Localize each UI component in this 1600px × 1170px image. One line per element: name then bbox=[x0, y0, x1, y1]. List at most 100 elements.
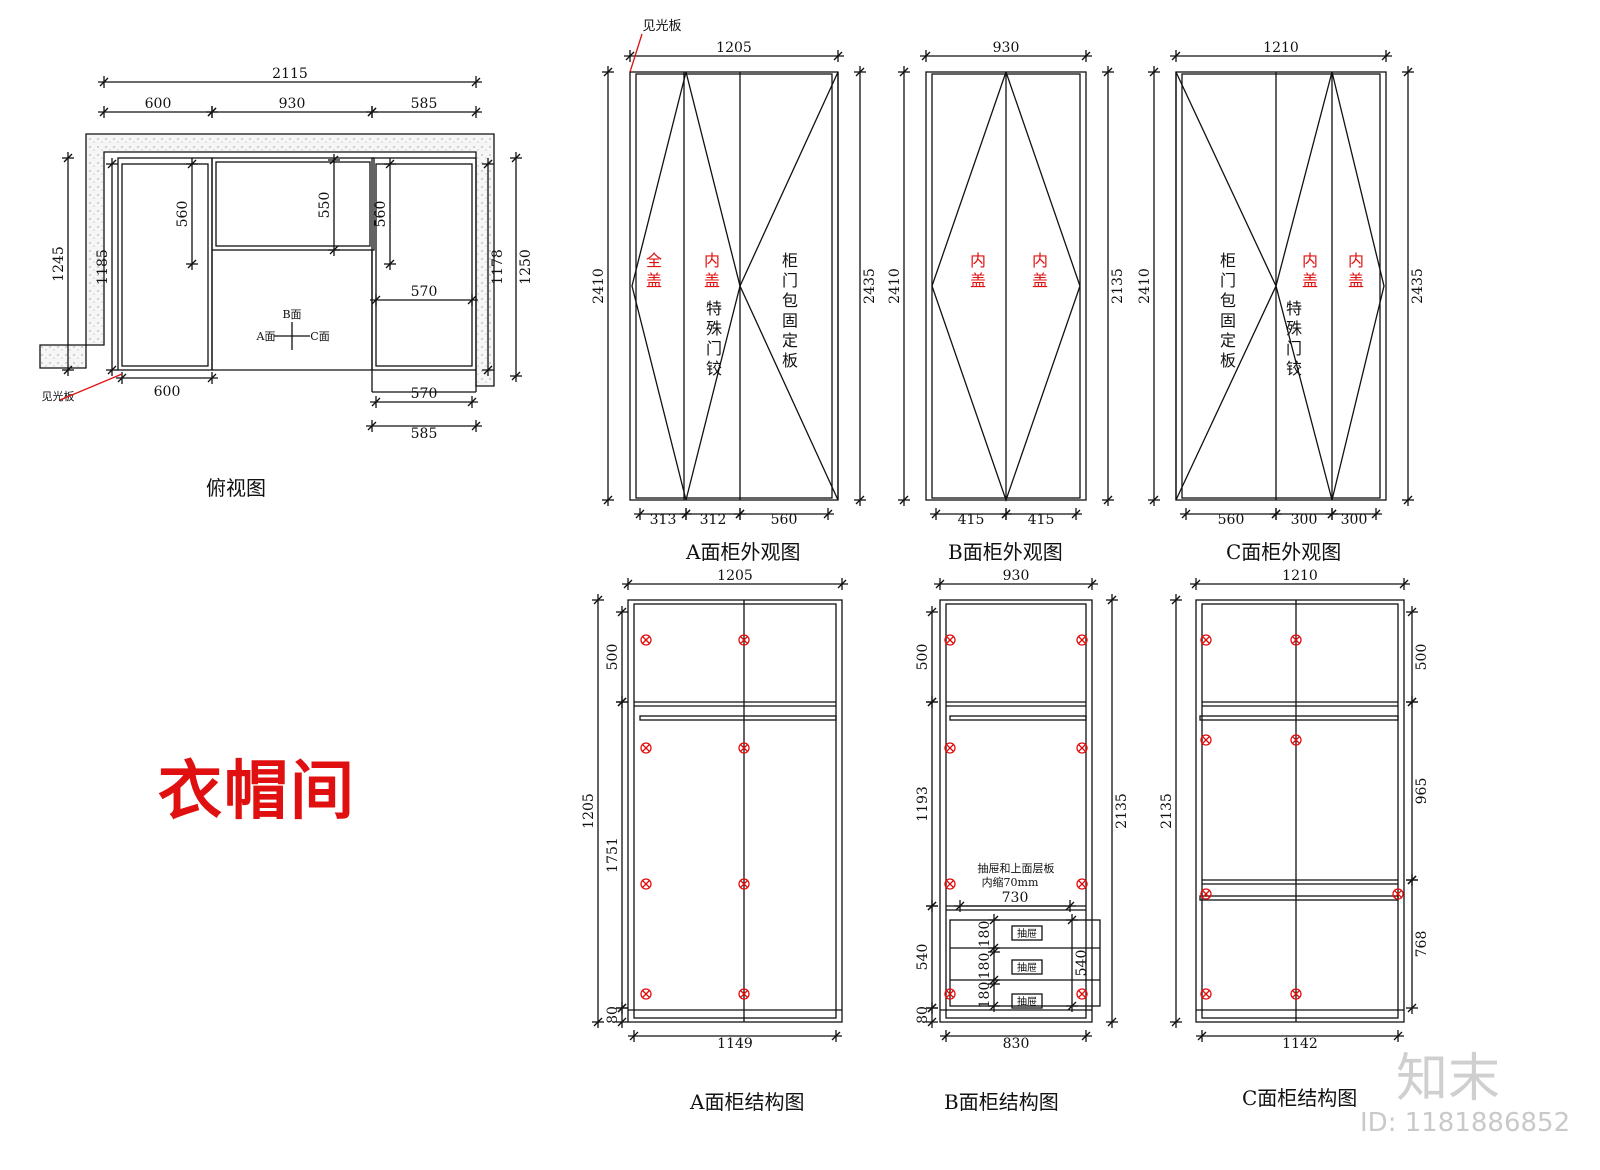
hinge-mark-x bbox=[740, 990, 748, 998]
dimension-label: 2410 bbox=[887, 268, 903, 304]
dimension-label: 540 bbox=[1074, 950, 1090, 977]
door-label: 内 bbox=[704, 251, 720, 270]
dimension-label: 300 bbox=[1291, 512, 1318, 528]
dimension-label: 300 bbox=[1341, 512, 1368, 528]
elevation-a-caption: A面柜外观图 bbox=[686, 540, 801, 564]
note-text: 门 bbox=[1220, 271, 1236, 290]
hinge-mark-x bbox=[1292, 636, 1300, 644]
door-label: 内 bbox=[1302, 251, 1318, 270]
dimension-label: 930 bbox=[1003, 568, 1030, 584]
drawer-note: 抽屉和上面层板 bbox=[978, 861, 1055, 875]
hinge-mark-x bbox=[1292, 990, 1300, 998]
hanging-rod bbox=[949, 715, 1087, 721]
compass-a: A面 bbox=[256, 330, 276, 343]
dimension-label: 560 bbox=[771, 512, 798, 528]
dimension-label: 1205 bbox=[716, 40, 752, 56]
note-text: 定 bbox=[782, 331, 798, 350]
hinge-mark-x bbox=[740, 744, 748, 752]
dimension-label: 830 bbox=[1003, 1036, 1030, 1052]
dimension-label: 560 bbox=[373, 201, 389, 228]
drawer-label: 抽屉 bbox=[1017, 995, 1037, 1008]
hinge-mark-x bbox=[946, 744, 954, 752]
elevation-c-caption: C面柜外观图 bbox=[1226, 540, 1342, 564]
leader-line bbox=[59, 373, 123, 401]
note-text: 板 bbox=[782, 351, 798, 370]
dimension-label: 570 bbox=[411, 386, 438, 402]
note-text: 门 bbox=[782, 271, 798, 290]
cabinet-outline bbox=[627, 599, 843, 1023]
dimension-label: 570 bbox=[411, 284, 438, 300]
hinge-mark bbox=[1200, 988, 1212, 1000]
hinge-mark bbox=[640, 878, 652, 890]
hinge-mark-x bbox=[1394, 890, 1402, 898]
cabinet-inner bbox=[633, 603, 837, 1019]
dimension-label: 2435 bbox=[1410, 268, 1426, 304]
hinge-mark bbox=[944, 634, 956, 646]
note-text: 柜 bbox=[782, 251, 798, 270]
cabinet-inner bbox=[1201, 603, 1399, 1019]
dimension-label: 500 bbox=[605, 644, 621, 671]
hinge-mark-x bbox=[946, 990, 954, 998]
dimension-label: 80 bbox=[605, 1006, 621, 1024]
dimension-label: 1142 bbox=[1282, 1036, 1318, 1052]
dimension-label: 1205 bbox=[717, 568, 753, 584]
hinge-mark-x bbox=[1078, 744, 1086, 752]
hinge-mark bbox=[1290, 634, 1302, 646]
hinge-mark bbox=[1076, 742, 1088, 754]
compass-c: C面 bbox=[310, 330, 329, 343]
cabinet-b-inner bbox=[215, 161, 371, 247]
dimension-label: 930 bbox=[279, 96, 306, 112]
hinge-mark bbox=[1290, 988, 1302, 1000]
hinge-mark-x bbox=[1078, 880, 1086, 888]
hinge-mark-x bbox=[1078, 636, 1086, 644]
hinge-mark bbox=[640, 634, 652, 646]
cabinet-c-inner bbox=[375, 163, 473, 367]
hanging-rod bbox=[1199, 895, 1399, 901]
door-label: 盖 bbox=[970, 271, 986, 290]
dimension-label: 1210 bbox=[1263, 40, 1299, 56]
drawer-box bbox=[949, 919, 1101, 1007]
dimension-label: 2410 bbox=[591, 268, 607, 304]
note-text: 固 bbox=[1220, 311, 1236, 330]
dimension-label: 2410 bbox=[1137, 268, 1153, 304]
note-text: 柜 bbox=[1220, 251, 1236, 270]
dimension-label: 1178 bbox=[490, 249, 506, 285]
hanging-rod bbox=[639, 715, 837, 721]
dimension-label: 768 bbox=[1414, 931, 1430, 958]
door-swing bbox=[1175, 71, 1277, 501]
structure-a-caption: A面柜结构图 bbox=[690, 1090, 805, 1114]
dimension-label: 313 bbox=[650, 512, 677, 528]
hinge-mark-x bbox=[740, 636, 748, 644]
dimension-label: 180 bbox=[977, 982, 993, 1009]
cabinet-a-inner bbox=[121, 163, 209, 367]
hinge-mark bbox=[1076, 634, 1088, 646]
hinge-mark-x bbox=[740, 880, 748, 888]
door-label: 全 bbox=[646, 251, 662, 270]
hinge-mark-x bbox=[1202, 736, 1210, 744]
door-swing bbox=[739, 71, 839, 501]
dimension-label: 415 bbox=[1028, 512, 1055, 528]
hinge-mark-x bbox=[642, 990, 650, 998]
hinge-mark bbox=[640, 742, 652, 754]
note-text: 包 bbox=[1220, 291, 1236, 310]
hanging-rod bbox=[1199, 715, 1399, 721]
hinge-mark-x bbox=[1202, 636, 1210, 644]
hinge-mark bbox=[1200, 634, 1212, 646]
hinge-mark-x bbox=[642, 744, 650, 752]
note-text: 铰 bbox=[1286, 359, 1302, 378]
hinge-mark bbox=[1076, 988, 1088, 1000]
wall-outline bbox=[39, 133, 495, 387]
note-text: 殊 bbox=[1286, 319, 1302, 338]
note-text: 板 bbox=[1220, 351, 1236, 370]
note-text: 固 bbox=[782, 311, 798, 330]
compass-b: B面 bbox=[282, 308, 301, 321]
drawer-label: 抽屉 bbox=[1017, 961, 1037, 974]
drawer-front bbox=[1011, 959, 1043, 975]
dimension-label: 600 bbox=[154, 384, 181, 400]
hinge-mark bbox=[1392, 888, 1404, 900]
structure-b-caption: B面柜结构图 bbox=[944, 1090, 1059, 1114]
hinge-mark bbox=[944, 988, 956, 1000]
dimension-label: 415 bbox=[958, 512, 985, 528]
hinge-mark bbox=[1200, 734, 1212, 746]
